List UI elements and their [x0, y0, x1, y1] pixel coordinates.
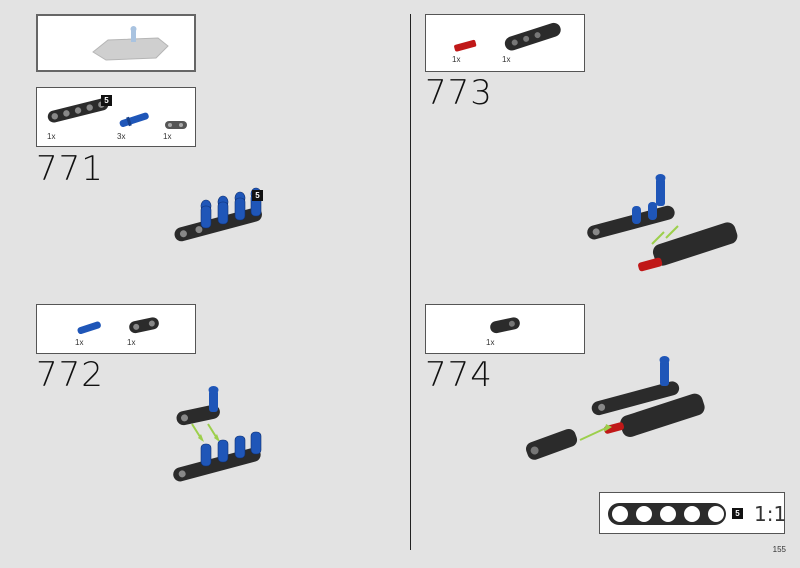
part-qty: 1x — [452, 55, 461, 64]
part-qty: 3x — [117, 132, 126, 141]
part-qty: 1x — [163, 132, 172, 141]
blue-axle-pin-part — [119, 112, 149, 127]
page-divider — [410, 14, 411, 550]
blue-pin-part — [77, 321, 101, 335]
parts-list-773: 1x 1x — [425, 14, 585, 72]
black-angle-connector-part — [490, 317, 520, 334]
part-qty: 1x — [502, 55, 511, 64]
black-liftarm-part — [47, 98, 109, 123]
step-number-772: 772 — [36, 355, 104, 395]
scale-reference-box: 5 1:1 — [599, 492, 787, 534]
step-number-771: 771 — [36, 149, 104, 189]
black-panel-part — [504, 22, 561, 51]
parts-list-772: 1x 1x — [36, 304, 196, 354]
parts-list-774: 1x — [425, 304, 585, 354]
assembly-772 — [173, 386, 262, 482]
gray-connector-part — [165, 121, 187, 129]
scale-size-badge: 5 — [732, 508, 743, 519]
parts-list-771: 5 1x 3x 1x — [36, 87, 196, 147]
liftarm-1to1-image — [608, 503, 726, 525]
part-size-badge: 5 — [101, 95, 112, 106]
step-size-badge: 5 — [252, 190, 263, 201]
part-qty: 1x — [486, 338, 495, 347]
page-number: 155 — [772, 545, 786, 554]
part-qty: 1x — [47, 132, 56, 141]
subassembly-preview-box — [36, 14, 196, 72]
step-number-774: 774 — [425, 355, 493, 395]
part-qty: 1x — [75, 338, 84, 347]
scale-label: 1:1 — [754, 502, 787, 526]
step-number-773: 773 — [425, 73, 493, 113]
assembly-773 — [587, 174, 738, 272]
assembly-774 — [525, 356, 705, 460]
red-axle-part — [454, 39, 477, 52]
assembly-771 — [174, 187, 262, 242]
black-connector-part — [129, 317, 159, 334]
part-qty: 1x — [127, 338, 136, 347]
subassembly-preview-image — [92, 26, 169, 61]
